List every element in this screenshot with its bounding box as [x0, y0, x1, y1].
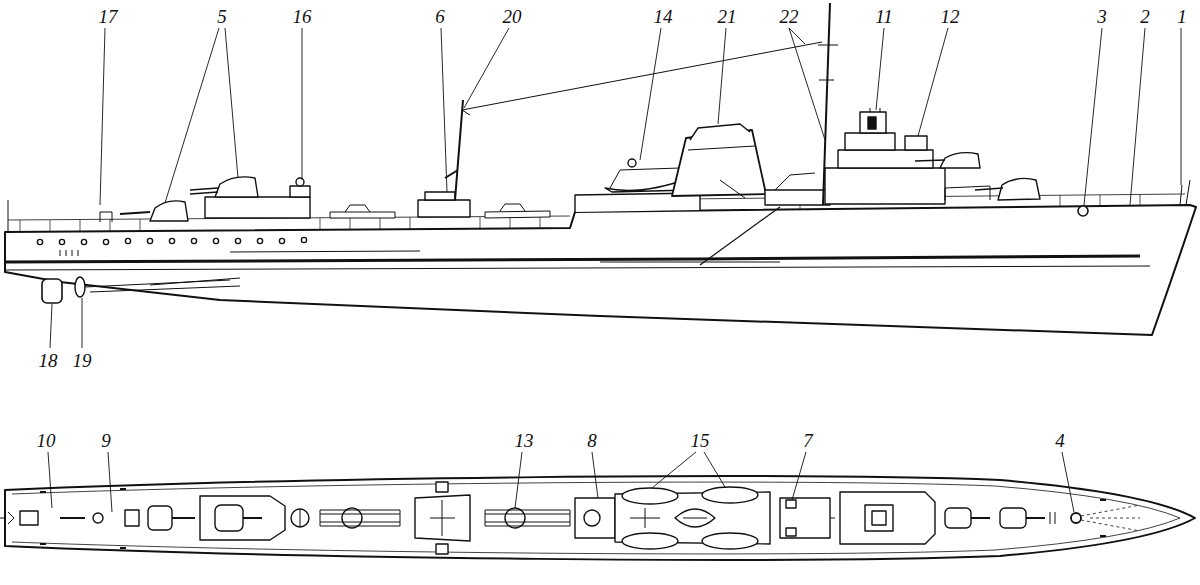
callout-number: 4: [1055, 431, 1065, 450]
callout-number: 16: [293, 7, 312, 26]
callout-number: 18: [39, 351, 58, 370]
callout-number: 21: [718, 7, 737, 26]
callout-number: 5: [217, 7, 227, 26]
callout-number: 14: [654, 7, 673, 26]
callout-number: 3: [1097, 7, 1107, 26]
callout-number: 12: [941, 7, 960, 26]
callout-number: 22: [780, 7, 799, 26]
callout-number: 13: [515, 431, 534, 450]
callout-number: 1: [1177, 7, 1187, 26]
callout-number: 9: [101, 431, 111, 450]
callout-number: 20: [503, 7, 522, 26]
callout-number: 6: [435, 7, 445, 26]
callout-number: 8: [587, 431, 597, 450]
callout-number: 2: [1140, 7, 1150, 26]
callout-number: 11: [875, 7, 893, 26]
callout-number: 7: [803, 431, 813, 450]
callout-number: 15: [691, 431, 710, 450]
callout-number: 19: [73, 351, 92, 370]
callout-number: 10: [37, 431, 56, 450]
callout-number: 17: [99, 7, 118, 26]
